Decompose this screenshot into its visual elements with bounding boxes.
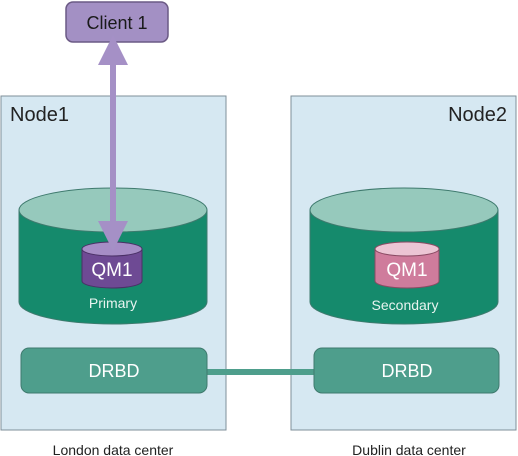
node2-drbd-label: DRBD — [381, 361, 432, 381]
node1-drbd-label: DRBD — [88, 361, 139, 381]
secondary-role-label: Secondary — [372, 297, 439, 313]
primary-role-label: Primary — [89, 295, 137, 311]
node2-drbd-box — [313, 347, 500, 394]
london-datacenter-label: London data center — [53, 442, 174, 456]
client1-label: Client 1 — [86, 13, 147, 33]
node1-label: Node1 — [10, 104, 69, 126]
qm1-primary-label: QM1 — [91, 260, 132, 281]
qm1-secondary-label: QM1 — [386, 260, 427, 281]
node1-drbd-box — [20, 347, 208, 394]
drbd-replication-link — [207, 369, 314, 375]
node2-label: Node2 — [448, 104, 507, 126]
dublin-datacenter-label: Dublin data center — [352, 442, 466, 456]
qm1-secondary-cylinder — [374, 241, 440, 289]
